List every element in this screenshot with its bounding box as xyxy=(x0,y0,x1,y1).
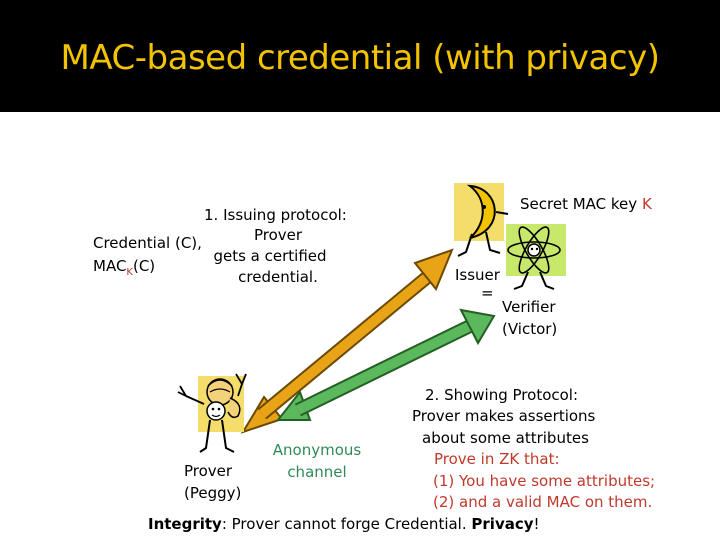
showing-arrow xyxy=(275,308,496,421)
title-bar xyxy=(0,0,720,112)
verifier-atom-figure xyxy=(506,224,566,290)
integrity-text: : Prover cannot forge Credential. xyxy=(221,515,467,533)
privacy-end: ! xyxy=(533,515,540,533)
channel-line-2: channel xyxy=(287,463,347,481)
slide-title: MAC-based credential (with privacy) xyxy=(60,38,660,78)
showing-line-1: Prover makes assertions xyxy=(412,407,596,425)
verifier-label: Verifier xyxy=(502,298,556,316)
secret-key-text: Secret MAC key xyxy=(520,195,638,213)
credential-label: Credential (C), xyxy=(93,234,202,252)
secret-key-label: Secret MAC key K xyxy=(520,193,652,215)
prover-name: (Peggy) xyxy=(184,484,242,502)
mac-prefix: MAC xyxy=(93,257,127,275)
showing-line-3: Prove in ZK that: xyxy=(434,450,560,468)
verifier-name: (Victor) xyxy=(502,320,558,338)
mac-suffix: (C) xyxy=(132,257,156,275)
integrity-label: Integrity xyxy=(148,515,222,533)
prover-label: Prover xyxy=(184,462,233,480)
issuer-moon-figure xyxy=(454,183,509,257)
issuing-line-3: credential. xyxy=(238,268,318,286)
footer-statement: Integrity: Prover cannot forge Credentia… xyxy=(148,513,540,535)
issuing-line-1: Prover xyxy=(253,226,303,244)
issuing-line-2: gets a certified xyxy=(213,247,327,265)
showing-heading: 2. Showing Protocol: xyxy=(425,386,579,404)
issuer-label: Issuer xyxy=(455,266,500,284)
issuing-arrow-head-top xyxy=(413,248,454,291)
privacy-label: Privacy xyxy=(471,515,534,533)
showing-line-5: (2) and a valid MAC on them. xyxy=(433,493,653,511)
showing-arrow-head-top xyxy=(459,308,496,346)
issuing-heading: 1. Issuing protocol: xyxy=(204,206,347,224)
issuing-arrow xyxy=(240,248,454,434)
channel-line-1: Anonymous xyxy=(272,441,362,459)
credential-mac-label: MACK(C) xyxy=(93,255,155,284)
prover-figure xyxy=(177,373,247,453)
showing-line-4: (1) You have some attributes; xyxy=(433,472,656,490)
issuer-equals: = xyxy=(481,284,494,302)
secret-key-symbol: K xyxy=(641,195,652,213)
showing-line-2: about some attributes xyxy=(422,429,589,447)
mac-key-subscript: K xyxy=(126,267,133,278)
